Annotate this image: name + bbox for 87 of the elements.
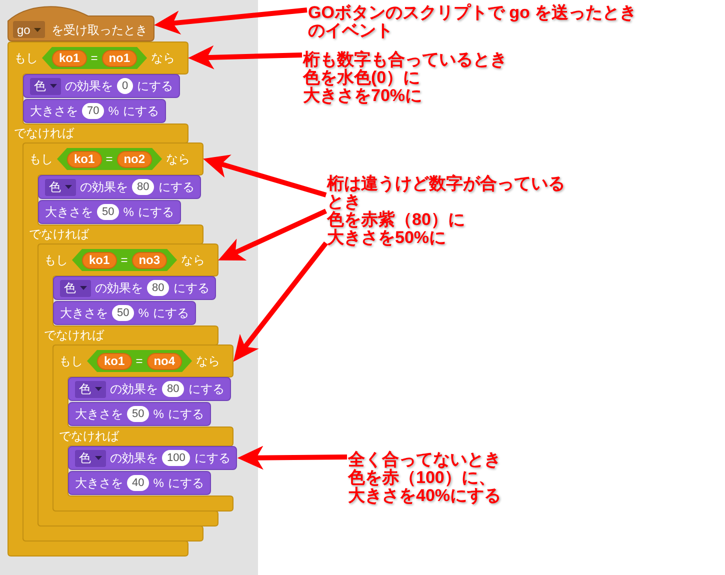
arrow — [203, 154, 327, 198]
block-label: = — [136, 354, 143, 368]
block-label: % — [108, 104, 119, 118]
block-label: の効果を — [65, 79, 113, 93]
number-input: 50 — [97, 204, 120, 220]
number-input: 50 — [127, 406, 150, 422]
block-label: % — [153, 476, 164, 490]
set-effect-block — [38, 175, 202, 199]
block-label: 大きさを — [60, 306, 108, 320]
block-label: の効果を — [110, 451, 158, 465]
block-label: % — [123, 205, 134, 219]
annotation-note: 桁は違うけど数字が合っているとき 色を赤紫（80）に 大きさを50%に — [327, 175, 573, 247]
dropdown-menu: go — [13, 21, 46, 38]
block-label: にする — [168, 476, 204, 490]
arrow — [188, 45, 302, 70]
block-label: にする — [188, 382, 224, 396]
dropdown-menu: 色 — [30, 78, 61, 94]
block-label: にする — [168, 407, 204, 421]
set-effect-block — [68, 446, 238, 470]
variable-reporter: ko1 — [52, 50, 87, 66]
dropdown-menu: 色 — [45, 178, 76, 196]
number-input: 50 — [112, 305, 134, 321]
annotation-note: GOボタンのスクリプトで go を送ったときのイベント — [308, 4, 650, 40]
number-input: 0 — [117, 78, 134, 94]
variable-reporter: no3 — [132, 252, 168, 268]
block-label: % — [138, 306, 149, 320]
arrow — [237, 446, 348, 470]
hat-block — [8, 3, 154, 41]
variable-reporter: ko1 — [82, 252, 117, 268]
set-effect-block — [23, 74, 180, 98]
number-input: 80 — [162, 381, 184, 397]
dropdown-menu: 色 — [60, 280, 91, 296]
block-label: にする — [152, 306, 189, 320]
block-label: なら — [196, 354, 220, 368]
block-label: なら — [166, 152, 190, 166]
arrow — [232, 241, 328, 363]
block-label: でなければ — [29, 227, 89, 241]
block-label: でなければ — [44, 328, 104, 342]
block-label: もし — [29, 152, 53, 166]
number-input: 80 — [147, 280, 170, 296]
block-label: にする — [138, 205, 174, 219]
block-label: にする — [173, 281, 210, 295]
dropdown-menu: 色 — [75, 380, 106, 398]
variable-reporter: ko1 — [67, 150, 102, 168]
variable-reporter: no1 — [102, 50, 138, 66]
block-label: もし — [59, 354, 83, 368]
dropdown-menu: 色 — [75, 450, 106, 466]
arrow — [154, 8, 308, 34]
annotation-note: 桁も数字も合っているとき 色を水色(0）に 大きさを70%に — [303, 51, 523, 105]
block-label: にする — [194, 451, 230, 465]
block-label: 大きさを — [30, 104, 78, 118]
set-size-block — [38, 200, 181, 224]
block-label: の効果を — [110, 382, 158, 396]
block-label: なら — [181, 253, 206, 267]
block-label: % — [153, 407, 164, 421]
block-label: 大きさを — [45, 205, 93, 219]
block-label: 大きさを — [75, 407, 123, 421]
arrow — [218, 208, 328, 262]
variable-reporter: no2 — [116, 150, 152, 168]
block-label: もし — [14, 51, 38, 65]
block-label: でなければ — [14, 126, 74, 140]
block-label: にする — [122, 104, 159, 118]
block-label: でなければ — [59, 429, 119, 443]
variable-reporter: ko1 — [97, 352, 132, 370]
number-input: 40 — [127, 475, 150, 491]
block-label: の効果を — [95, 281, 143, 295]
block-label: 大きさを — [75, 476, 123, 490]
block-label: にする — [158, 180, 194, 194]
set-effect-block — [53, 276, 216, 300]
block-label: = — [120, 253, 128, 267]
block-label: = — [106, 152, 113, 166]
block-label: = — [90, 51, 98, 65]
set-size-block — [23, 99, 166, 123]
block-label: を受け取ったとき — [51, 22, 148, 36]
set-size-block — [53, 301, 196, 325]
number-input: 70 — [82, 103, 104, 119]
annotation-note: 全く合ってないとき 色を赤（100）に、 大きさを40%にする — [348, 451, 568, 505]
set-effect-block — [68, 377, 232, 401]
number-input: 100 — [162, 450, 190, 466]
block-label: もし — [44, 253, 68, 267]
set-size-block — [68, 471, 211, 495]
block-label: なら — [151, 51, 176, 65]
block-label: の効果を — [80, 180, 128, 194]
block-label: にする — [137, 79, 174, 93]
set-size-block — [68, 402, 211, 426]
variable-reporter: no4 — [146, 352, 182, 370]
number-input: 80 — [132, 179, 154, 195]
